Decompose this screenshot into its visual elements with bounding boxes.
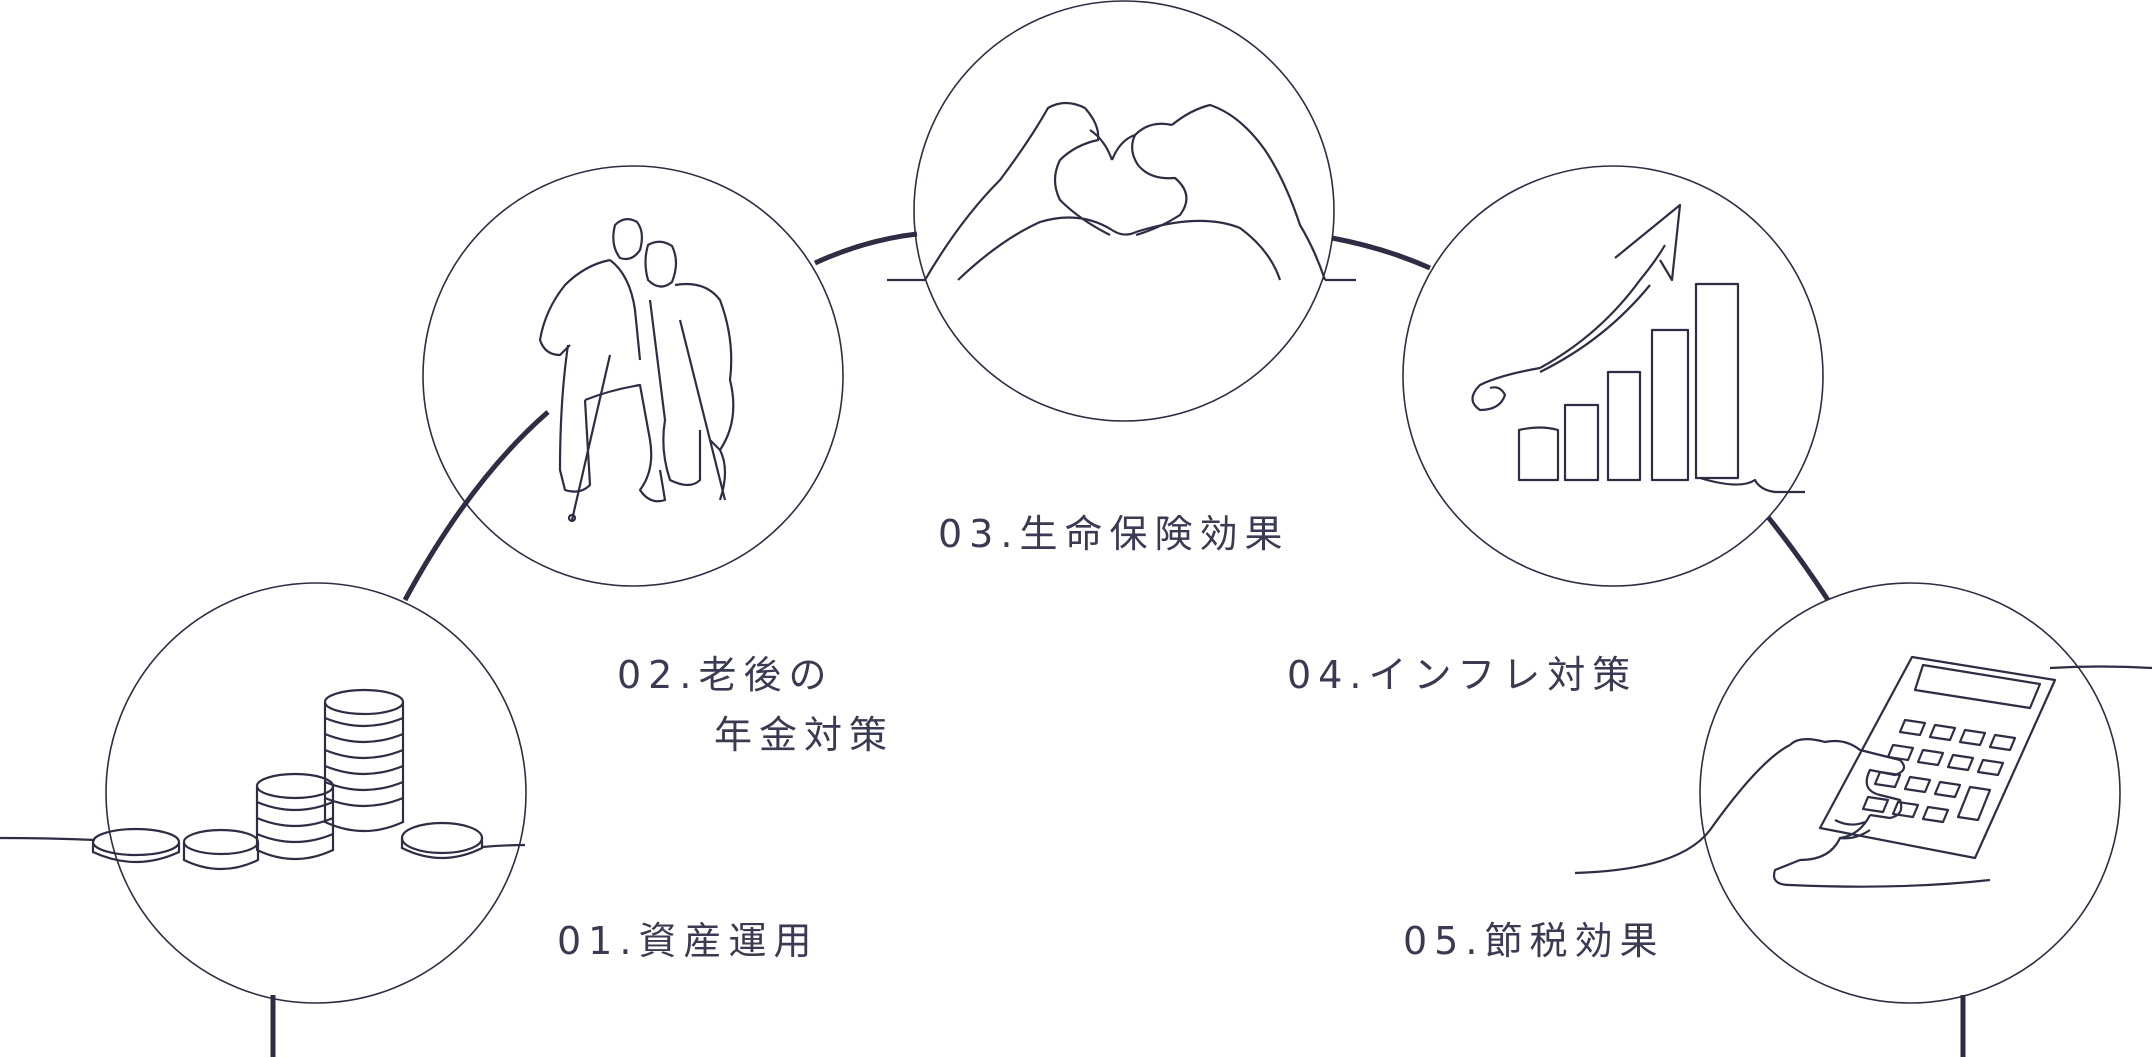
label-05-number: 05. bbox=[1403, 919, 1485, 963]
growth-chart-icon bbox=[1471, 203, 1805, 494]
label-03-title: 生命保険効果 bbox=[1019, 512, 1290, 556]
label-05: 05.節税効果 bbox=[1403, 911, 1664, 971]
circle-04 bbox=[1402, 165, 1824, 587]
label-01-number: 01. bbox=[557, 919, 639, 963]
label-03: 03.生命保険効果 bbox=[938, 504, 1289, 564]
calculator-icon bbox=[1574, 655, 2152, 888]
label-04-number: 04. bbox=[1287, 653, 1369, 697]
circle-05 bbox=[1699, 582, 2121, 1004]
label-04-title: インフレ対策 bbox=[1368, 653, 1638, 697]
label-01-title: 資産運用 bbox=[638, 919, 819, 963]
label-01: 01.資産運用 bbox=[557, 911, 818, 971]
circle-01 bbox=[105, 582, 527, 1004]
label-05-title: 節税効果 bbox=[1484, 919, 1665, 963]
label-02-number: 02. bbox=[617, 653, 699, 697]
circle-03 bbox=[913, 0, 1335, 422]
label-03-number: 03. bbox=[938, 512, 1020, 556]
label-02-title-line1: 老後の bbox=[698, 653, 834, 697]
coin-stack-icon bbox=[0, 688, 526, 870]
label-04: 04.インフレ対策 bbox=[1287, 645, 1637, 705]
label-02: 02.老後の 年金対策 bbox=[617, 645, 894, 765]
label-02-title-line2: 年金対策 bbox=[714, 713, 895, 757]
elderly-couple-icon bbox=[538, 218, 735, 523]
circle-02 bbox=[422, 165, 844, 587]
connecting-arc bbox=[270, 231, 1966, 1057]
heart-hands-icon bbox=[887, 101, 1356, 282]
